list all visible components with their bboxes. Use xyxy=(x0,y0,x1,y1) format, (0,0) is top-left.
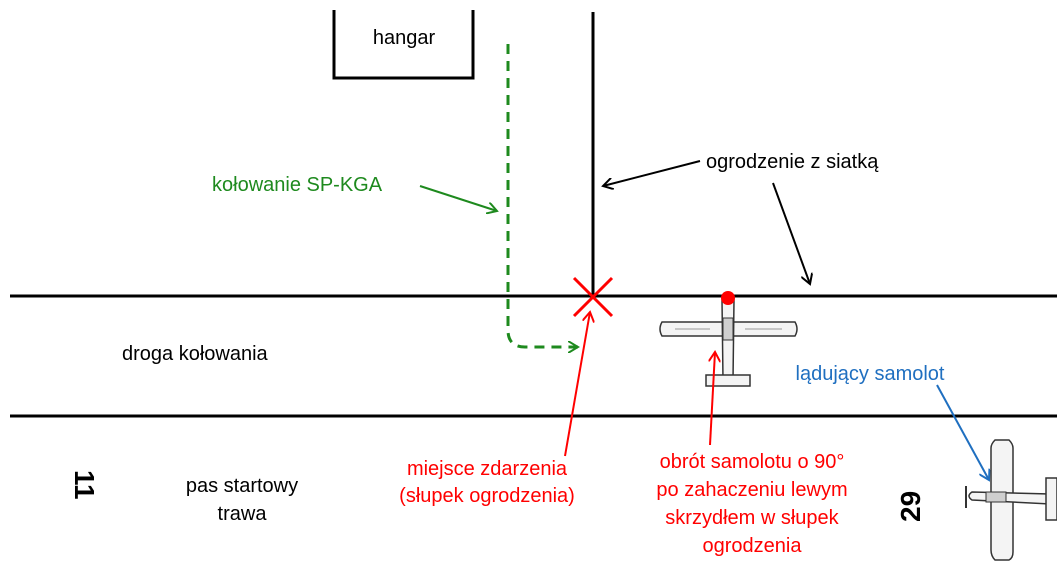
taxi-path-line xyxy=(506,44,578,347)
runway-label-line1: pas startowy xyxy=(186,475,298,497)
aircraft-rotated-icon xyxy=(659,291,798,387)
taxi-path-label: kołowanie SP-KGA xyxy=(212,174,383,196)
taxiway-label: droga kołowania xyxy=(122,343,269,365)
rotation-arrow xyxy=(710,352,715,446)
accident-site-label-line1: miejsce zdarzenia xyxy=(407,458,568,480)
runway-designator-11: 11 xyxy=(69,470,100,500)
fence-label: ogrodzenie z siatką xyxy=(706,151,879,173)
svg-text:29: 29 xyxy=(895,491,926,522)
rotation-label-line3: skrzydłem w słupek xyxy=(665,507,839,529)
landing-aircraft-icon xyxy=(965,439,1057,561)
rotation-label-line1: obrót samolotu o 90° xyxy=(660,451,845,473)
runway-label-line2: trawa xyxy=(218,503,268,525)
runway-designator-29: 29 xyxy=(895,491,926,522)
accident-site-marker xyxy=(572,276,614,318)
fence-arrow-left xyxy=(603,160,701,186)
landing-aircraft-arrow xyxy=(936,384,989,480)
accident-site-label-line2: (słupek ogrodzenia) xyxy=(399,485,575,507)
hangar-outline xyxy=(332,10,475,80)
accident-site-arrow xyxy=(564,312,590,457)
taxi-path-arrow xyxy=(419,185,497,211)
svg-text:11: 11 xyxy=(69,470,100,500)
landing-aircraft-label: lądujący samolot xyxy=(796,363,945,385)
rotation-label-line4: ogrodzenia xyxy=(703,535,803,557)
hangar-label: hangar xyxy=(373,27,436,49)
fence-arrow-down xyxy=(772,182,810,284)
rotation-label-line2: po zahaczeniu lewym xyxy=(656,479,847,501)
